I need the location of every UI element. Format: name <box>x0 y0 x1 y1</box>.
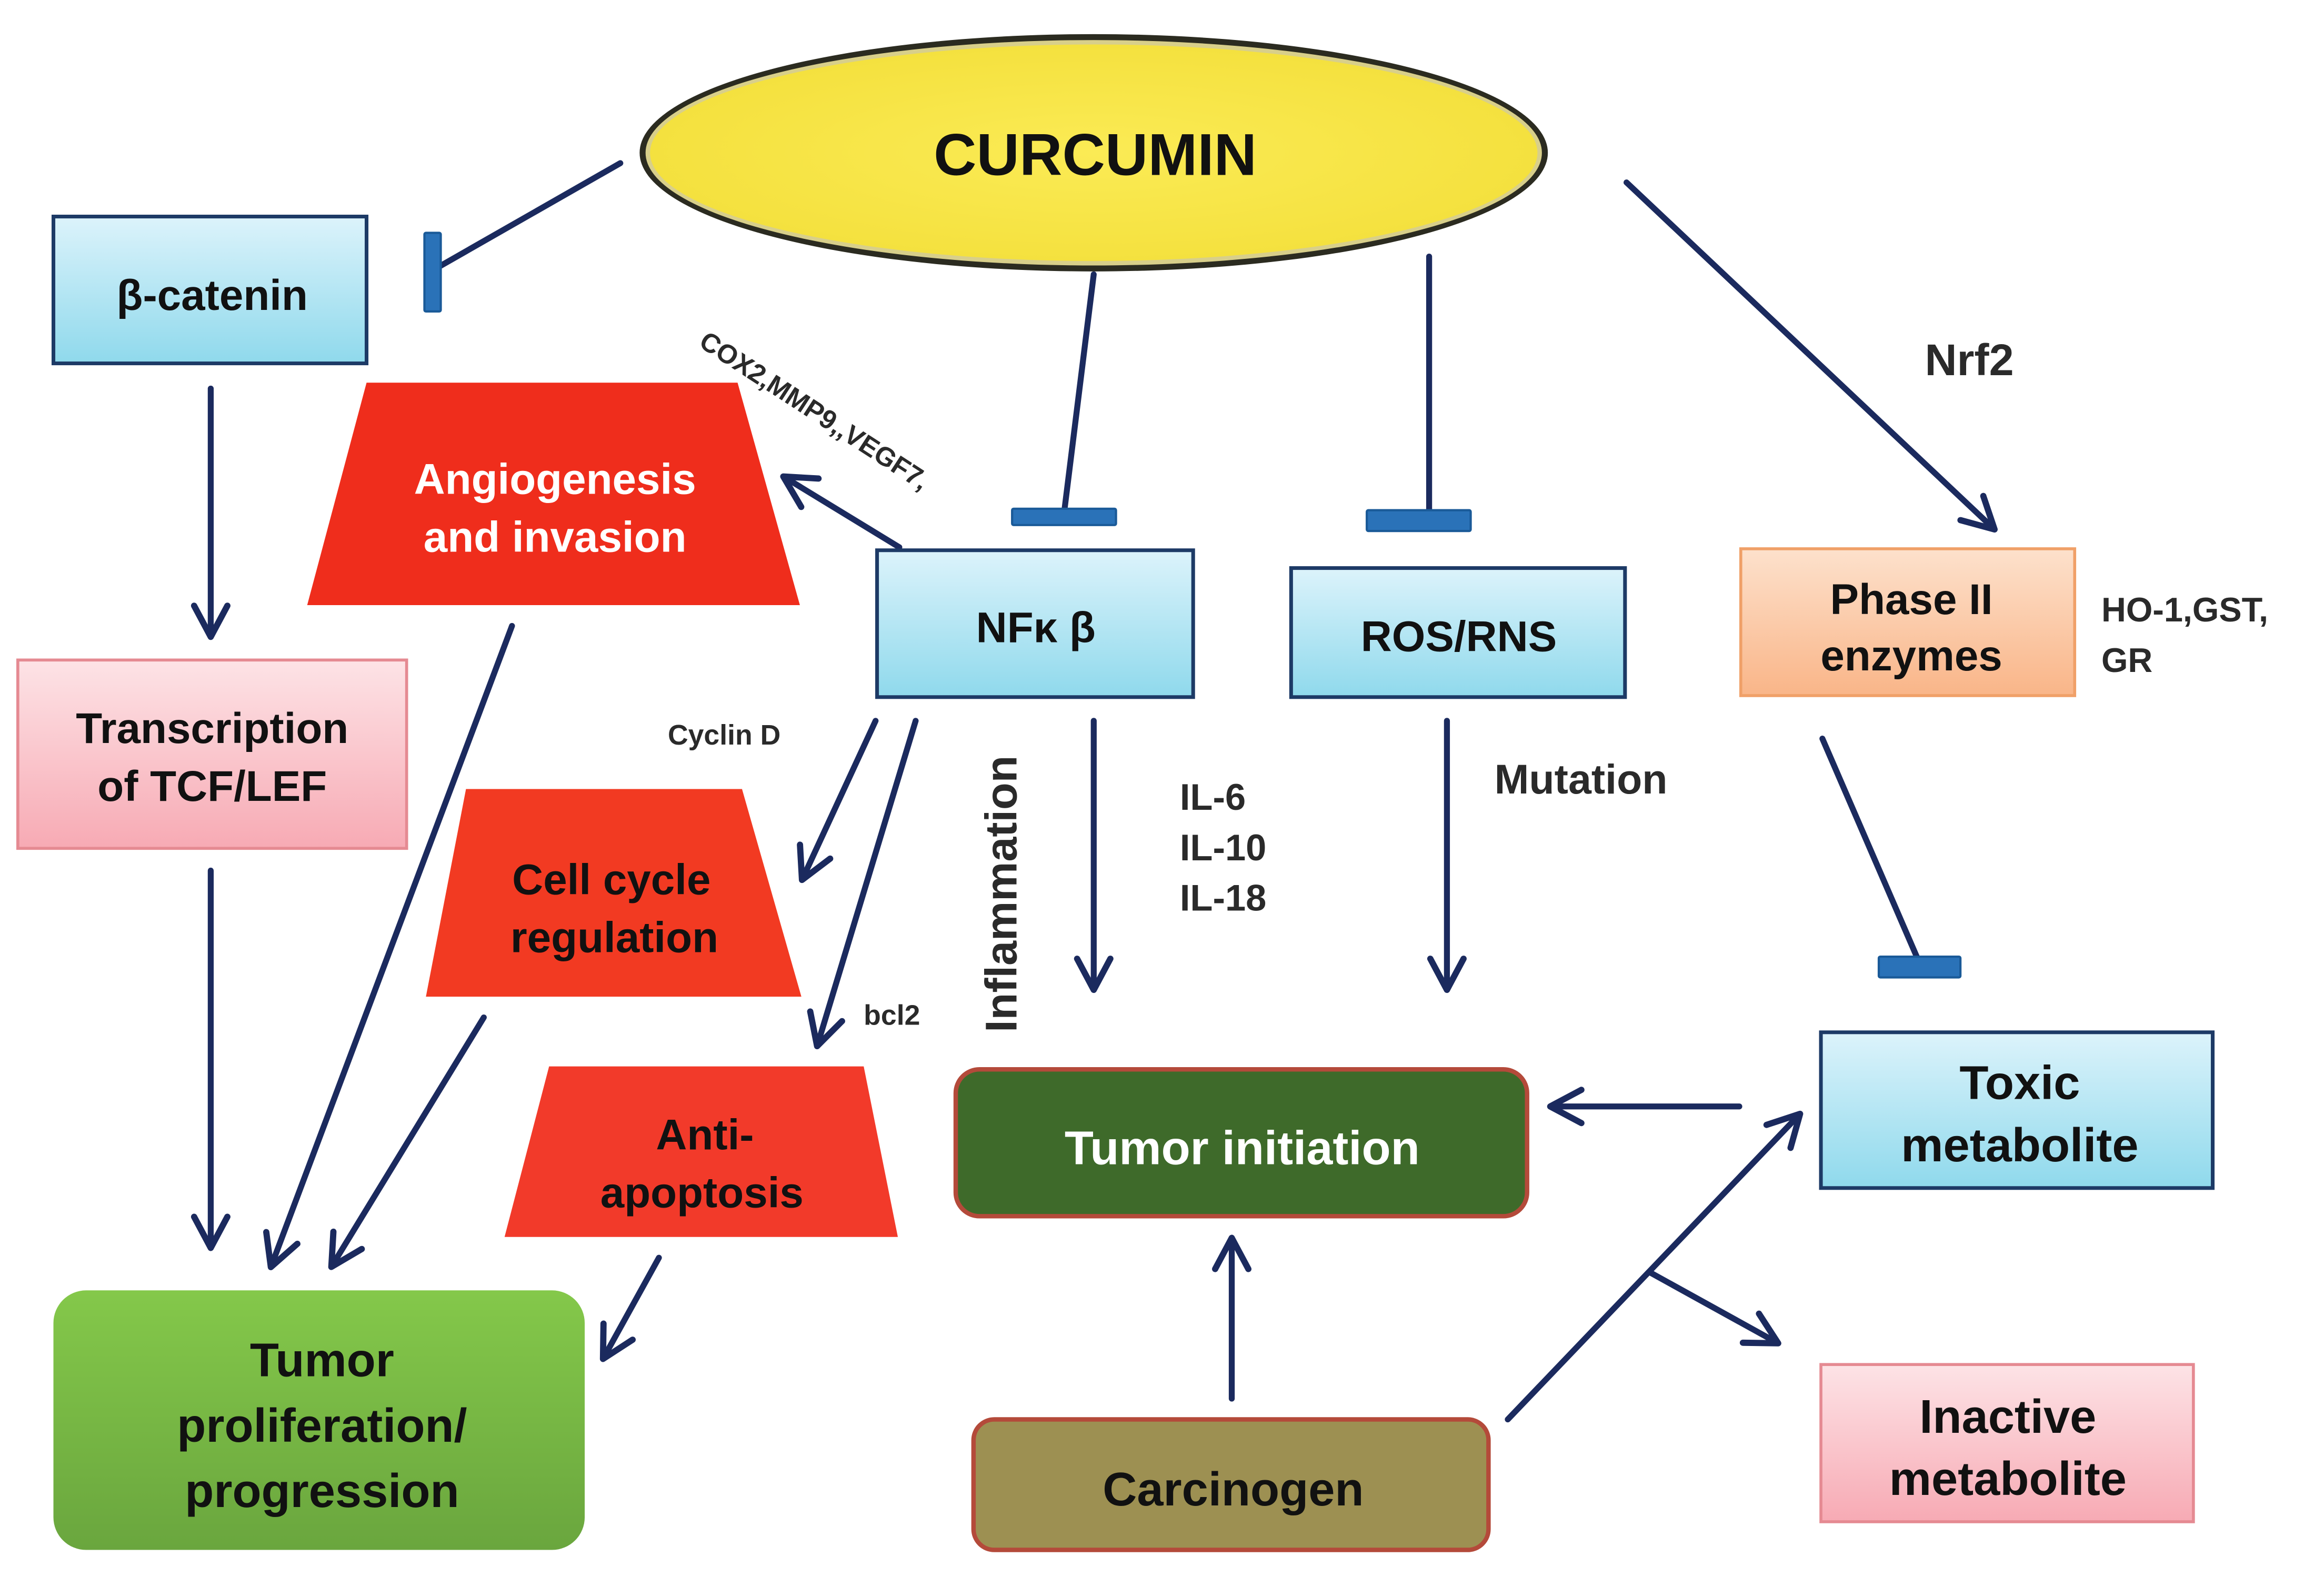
cell-cycle-label-line2: regulation <box>510 914 718 962</box>
node-beta-catenin: β-catenin <box>51 215 369 366</box>
edge-angiogenesis-to-proliferation <box>263 622 515 1270</box>
edge-curcumin-inhibits-nfkb <box>1061 271 1097 516</box>
annotation-gr: GR <box>2101 641 2152 679</box>
inactive-metabolite-label-line1: Inactive <box>1919 1390 2096 1443</box>
node-carcinogen: Carcinogen <box>971 1417 1491 1552</box>
angiogenesis-label-line2: and invasion <box>424 514 687 561</box>
annotation-nrf2: Nrf2 <box>1925 335 2014 385</box>
node-transcription: Transcription of TCF/LEF <box>16 658 408 850</box>
transcription-label-line1: Transcription <box>76 705 348 752</box>
inhibit-bar-ros <box>1366 509 1472 533</box>
tumor-proliferation-label-line3: progression <box>185 1464 459 1518</box>
beta-catenin-label: β-catenin <box>117 272 308 319</box>
edge-phase2-inhibits-toxic-metabolite <box>1819 736 1920 961</box>
edge-curcumin-inhibits-beta-catenin <box>430 160 624 273</box>
inhibit-bar-beta-catenin <box>423 232 442 313</box>
angiogenesis-label-line1: Angiogenesis <box>414 456 696 504</box>
annotation-il6: IL-6 <box>1180 776 1246 818</box>
anti-apoptosis-label-line1: Anti- <box>656 1111 754 1159</box>
phase2-label-line1: Phase II <box>1830 576 1993 624</box>
node-cell-cycle: Cell cycle regulation <box>426 789 802 997</box>
node-phase2-enzymes: Phase II enzymes <box>1739 547 2077 697</box>
node-nfkb: NFκ β <box>875 548 1195 699</box>
edge-nfkb-to-angiogenesis <box>780 473 903 550</box>
annotation-cyclin-d: Cyclin D <box>668 720 780 751</box>
toxic-metabolite-label-line2: metabolite <box>1901 1119 2138 1172</box>
nfkb-label: NFκ β <box>976 604 1096 652</box>
node-inactive-metabolite: Inactive metabolite <box>1819 1363 2195 1523</box>
node-toxic-metabolite: Toxic metabolite <box>1819 1030 2215 1190</box>
node-angiogenesis: Angiogenesis and invasion <box>307 383 800 606</box>
node-tumor-proliferation: Tumor proliferation/ progression <box>53 1290 585 1550</box>
node-tumor-initiation: Tumor initiation <box>953 1067 1529 1219</box>
node-ros-rns: ROS/RNS <box>1289 566 1627 699</box>
cell-cycle-label-line1: Cell cycle <box>512 856 710 904</box>
phase2-label-line2: enzymes <box>1820 632 2002 680</box>
edge-nfkb-to-cell-cycle <box>797 718 879 883</box>
annotation-inflammation: Inflammation <box>976 756 1026 1032</box>
node-anti-apoptosis: Anti- apoptosis <box>504 1066 898 1237</box>
inactive-metabolite-label-line2: metabolite <box>1889 1452 2127 1505</box>
edges <box>191 160 1998 1423</box>
toxic-metabolite-label-line1: Toxic <box>1959 1057 2080 1110</box>
inhibit-bar-toxic-metabolite <box>1877 955 1962 979</box>
annotation-il10: IL-10 <box>1180 827 1267 868</box>
tumor-proliferation-label-line1: Tumor <box>250 1334 394 1387</box>
curcumin-label: CURCUMIN <box>934 122 1257 188</box>
annotation-bcl2: bcl2 <box>864 1000 920 1031</box>
edge-cell-cycle-to-proliferation <box>328 1014 487 1270</box>
edge-curcumin-activates-phase2 <box>1623 179 1998 533</box>
annotation-ho1-gst: HO-1,GST, <box>2101 590 2268 629</box>
inhibit-bar-nfkb <box>1011 507 1117 526</box>
tumor-initiation-label: Tumor initiation <box>1065 1122 1420 1175</box>
ros-rns-label: ROS/RNS <box>1361 612 1557 660</box>
edge-carcinogen-to-toxic-metabolite <box>1505 1110 1804 1423</box>
annotation-il18: IL-18 <box>1180 877 1267 919</box>
annotation-mutation: Mutation <box>1495 756 1668 802</box>
node-curcumin: CURCUMIN <box>639 34 1548 272</box>
edge-carcinogen-to-inactive-metabolite <box>1647 1269 1781 1347</box>
tumor-proliferation-label-line2: proliferation/ <box>177 1399 467 1452</box>
carcinogen-label: Carcinogen <box>1103 1463 1364 1516</box>
transcription-label-line2: of TCF/LEF <box>97 762 327 810</box>
edge-anti-apoptosis-to-proliferation <box>599 1254 662 1362</box>
anti-apoptosis-label-line2: apoptosis <box>600 1169 804 1217</box>
edge-nfkb-to-anti-apoptosis <box>807 718 919 1050</box>
